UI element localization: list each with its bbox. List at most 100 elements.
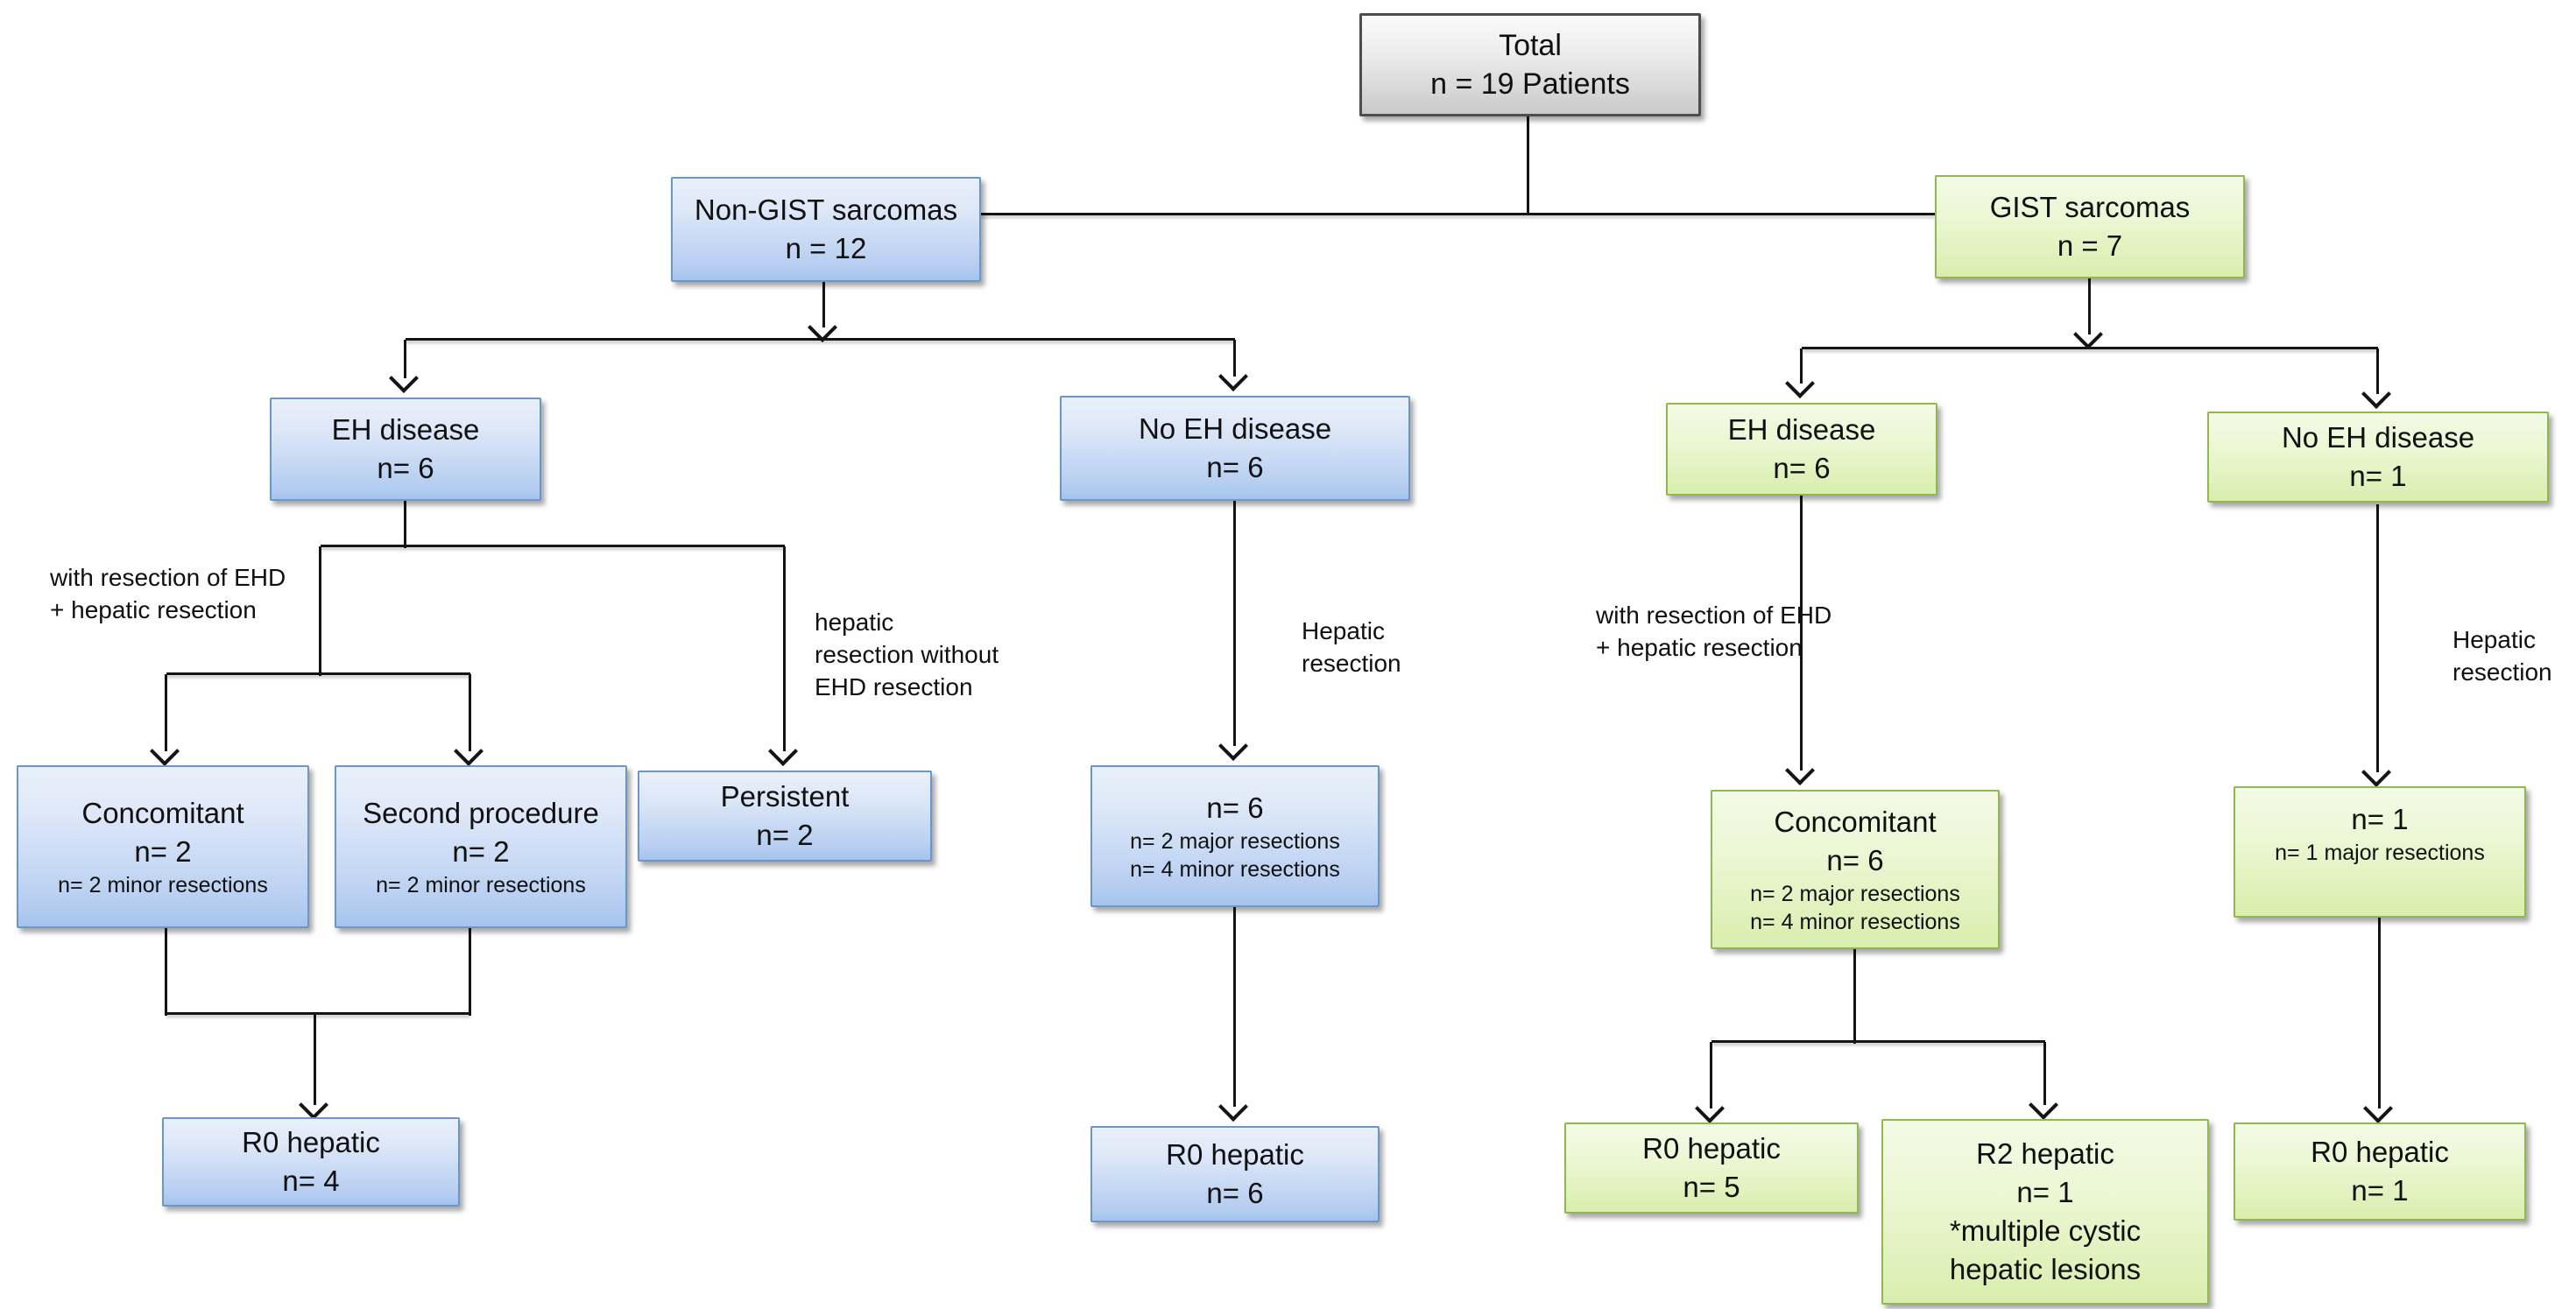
box-n6-blue-major: n= 2 major resections <box>1130 829 1340 854</box>
label-line: EHD resection <box>815 673 973 700</box>
box-r0-n1-count: n= 1 <box>2351 1174 2409 1207</box>
box-non-gist-title: Non-GIST sarcomas <box>694 194 958 226</box>
box-persistent-title: Persistent <box>720 780 850 813</box>
arrow-gist-stem <box>2088 278 2091 334</box>
box-concomitant-green-title: Concomitant <box>1774 806 1937 838</box>
label-hepatic-resection-right: Hepatic resection <box>2452 623 2552 688</box>
arrow-to-second-procedure <box>469 674 471 751</box>
label-line: Hepatic <box>1302 617 1385 644</box>
box-non-gist: Non-GIST sarcomas n = 12 <box>671 177 981 282</box>
box-n1-green: n= 1 n= 1 major resections <box>2234 786 2526 918</box>
box-concomitant-blue: Concomitant n= 2 n= 2 minor resections <box>17 765 309 928</box>
label-line: Hepatic <box>2452 626 2536 653</box>
arrow-to-r2n1 <box>2043 1042 2046 1105</box>
arrow-nongist-stem <box>822 282 825 327</box>
connector-ehd-blue-stem <box>404 501 406 548</box>
arrow-n6-to-r0n6 <box>1233 907 1236 1107</box>
connector-second-down <box>469 928 471 1016</box>
box-r2-n1-note1: *multiple cystic <box>1949 1214 2142 1247</box>
arrow-no-ehd-green-stem <box>2376 504 2379 772</box>
arrow-to-r0n4 <box>314 1014 316 1105</box>
connector-green-split-bar <box>1711 1040 2045 1043</box>
box-ehd-green-count: n= 6 <box>1773 452 1831 484</box>
box-second-procedure-detail: n= 2 minor resections <box>376 873 586 897</box>
box-r0-n5-title: R0 hepatic <box>1642 1132 1781 1165</box>
box-r0-n5-count: n= 5 <box>1683 1171 1740 1203</box>
box-r0-n4-count: n= 4 <box>282 1165 340 1197</box>
label-line: resection without <box>815 641 999 668</box>
box-concomitant-blue-count: n= 2 <box>134 835 192 868</box>
label-line: with resection of EHD <box>1596 602 1832 629</box>
box-n6-blue-minor: n= 4 minor resections <box>1130 857 1340 882</box>
connector-gist-bracket <box>1802 347 2378 349</box>
box-no-ehd-green-title: No EH disease <box>2281 421 2475 454</box>
box-no-ehd-green-count: n= 1 <box>2349 460 2407 492</box>
label-with-resection-left: with resection of EHD + hepatic resectio… <box>50 561 286 626</box>
arrow-to-no-ehd-green <box>2376 348 2379 394</box>
box-second-procedure-title: Second procedure <box>363 797 599 829</box>
label-with-resection-gist: with resection of EHD + hepatic resectio… <box>1596 599 1831 664</box>
box-r0-n4: R0 hepatic n= 4 <box>162 1117 460 1207</box>
box-total: Total n = 19 Patients <box>1359 13 1701 116</box>
arrow-to-ehd-blue <box>404 340 406 378</box>
box-r0-n6-title: R0 hepatic <box>1166 1138 1304 1171</box>
label-line: hepatic <box>815 609 894 636</box>
label-line: resection <box>2452 658 2552 686</box>
box-no-ehd-blue-title: No EH disease <box>1138 412 1332 445</box>
connector-concomitant-bracket <box>166 672 470 675</box>
connector-total-stem <box>1527 116 1529 215</box>
box-total-count: n = 19 Patients <box>1430 67 1630 101</box>
box-n6-blue: n= 6 n= 2 major resections n= 4 minor re… <box>1090 765 1380 907</box>
box-ehd-green: EH disease n= 6 <box>1666 403 1937 496</box>
box-r2-n1-count: n= 1 <box>2016 1176 2074 1208</box>
box-concomitant-green: Concomitant n= 6 n= 2 major resections n… <box>1711 790 2000 949</box>
connector-crossbar <box>981 213 1935 215</box>
box-concomitant-green-minor: n= 4 minor resections <box>1750 910 1960 934</box>
connector-nongist-bracket <box>406 338 1235 341</box>
arrow-to-no-ehd-blue <box>1233 340 1236 377</box>
box-ehd-blue-count: n= 6 <box>377 452 434 484</box>
arrow-to-ehd-green <box>1800 348 1803 384</box>
box-r0-n1-title: R0 hepatic <box>2311 1136 2449 1168</box>
box-concomitant-green-count: n= 6 <box>1826 844 1884 876</box>
box-concomitant-blue-detail: n= 2 minor resections <box>58 873 268 897</box>
box-n6-blue-count: n= 6 <box>1206 792 1264 824</box>
box-r2-n1-note2: hepatic lesions <box>1949 1253 2142 1285</box>
label-line: with resection of EHD <box>50 564 286 591</box>
box-no-ehd-blue-count: n= 6 <box>1206 451 1264 483</box>
connector-concomitant-green-down <box>1853 949 1856 1044</box>
box-total-title: Total <box>1499 29 1562 62</box>
box-r0-n4-title: R0 hepatic <box>242 1126 380 1158</box>
label-hepatic-resection-mid: Hepatic resection <box>1302 615 1401 679</box>
label-line: + hepatic resection <box>50 596 257 623</box>
arrow-to-concomitant-blue <box>165 674 167 751</box>
connector-merge-bar <box>166 1012 470 1015</box>
box-n1-green-count: n= 1 <box>2351 803 2409 835</box>
box-ehd-blue-title: EH disease <box>331 413 480 446</box>
box-r2-n1-title: R2 hepatic <box>1976 1137 2114 1170</box>
arrow-no-ehd-blue-stem <box>1233 501 1236 746</box>
box-r0-n6: R0 hepatic n= 6 <box>1090 1126 1380 1222</box>
box-r0-n5: R0 hepatic n= 5 <box>1564 1123 1859 1214</box>
box-gist-title: GIST sarcomas <box>1989 191 2191 223</box>
connector-concomitant-down <box>165 928 167 1016</box>
box-concomitant-green-major: n= 2 major resections <box>1750 882 1960 906</box>
box-persistent-count: n= 2 <box>756 819 814 851</box>
arrow-to-r0n5 <box>1710 1042 1712 1108</box>
arrow-to-persistent <box>783 546 786 751</box>
label-line: + hepatic resection <box>1596 634 1803 661</box>
box-ehd-green-title: EH disease <box>1727 413 1876 446</box>
box-n1-green-major: n= 1 major resections <box>2275 841 2485 865</box>
box-r2-n1: R2 hepatic n= 1 *multiple cystic hepatic… <box>1881 1119 2209 1305</box>
arrow-ehd-green-stem <box>1800 496 1803 771</box>
arrow-n1-to-r0n1 <box>2378 918 2381 1108</box>
box-second-procedure: Second procedure n= 2 n= 2 minor resecti… <box>335 765 627 928</box>
label-line: resection <box>1302 650 1401 677</box>
label-hepatic-without-ehd: hepatic resection without EHD resection <box>815 606 999 703</box>
connector-ehd-blue-bracket <box>321 545 785 547</box>
box-second-procedure-count: n= 2 <box>452 835 510 868</box>
box-no-ehd-green: No EH disease n= 1 <box>2207 412 2549 503</box>
box-no-ehd-blue: No EH disease n= 6 <box>1060 396 1410 501</box>
box-gist-count: n = 7 <box>2057 229 2123 262</box>
